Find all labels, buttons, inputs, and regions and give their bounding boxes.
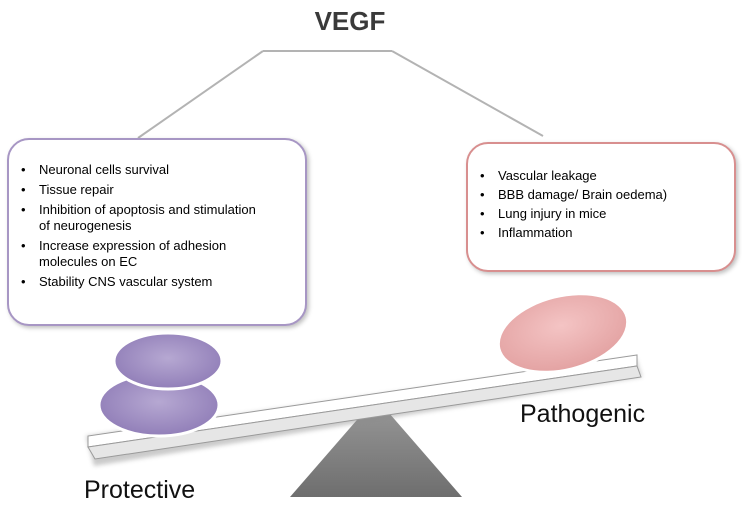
pathogenic-label: Pathogenic <box>520 400 646 428</box>
bullet-icon: • <box>480 225 485 240</box>
bullet-icon: • <box>21 202 26 217</box>
beam-front <box>87 365 642 460</box>
protective-label: Protective <box>84 476 196 504</box>
bullet-icon: • <box>480 206 485 221</box>
bullet-icon: • <box>480 168 485 183</box>
protective-item: • Tissue repair <box>9 182 305 198</box>
protective-effects-box: •Neuronal cells survival •Tissue repair … <box>7 138 307 326</box>
protective-item-text: Tissue repair <box>39 182 114 197</box>
bullet-icon: • <box>21 238 26 253</box>
pathogenic-item: • Lung injury in mice <box>468 206 734 222</box>
pathogenic-item-text: Lung injury in mice <box>498 206 607 221</box>
protective-item: • Increase expression of adhesion molecul… <box>9 238 279 270</box>
protective-stone-top <box>112 331 224 391</box>
protective-item-text: Increase expression of adhesion molecule… <box>39 238 227 269</box>
connector-line-left <box>137 50 264 139</box>
bullet-icon: • <box>21 274 26 289</box>
pathogenic-item: • Inflammation <box>468 225 734 241</box>
pathogenic-item-text: Vascular leakage <box>498 168 597 183</box>
pathogenic-item-text: Inflammation <box>498 225 573 240</box>
pathogenic-item-text: BBB damage/ Brain oedema) <box>498 187 668 202</box>
protective-item-text: Stability CNS vascular system <box>39 274 213 289</box>
pathogenic-effects-box: • Vascular leakage • BBB damage/ Brain oed… <box>466 142 736 272</box>
connector-line-right <box>391 50 544 137</box>
pathogenic-item: • Vascular leakage <box>468 168 734 184</box>
bullet-icon: • <box>480 187 485 202</box>
pathogenic-item: • BBB damage/ Brain oedema) <box>468 187 734 203</box>
protective-item-text: Neuronal cells survival <box>39 162 170 177</box>
protective-item: • Neuronal cells survival <box>9 162 305 178</box>
bullet-icon: • <box>21 162 26 177</box>
title-vegf: VEGF <box>314 6 386 36</box>
pathogenic-effects-list: • Vascular leakage • BBB damage/ Brain oed… <box>468 144 734 241</box>
protective-item-text: Inhibition of apoptosis and stimulation … <box>39 202 256 233</box>
protective-item: • Stability CNS vascular system <box>9 274 305 290</box>
fulcrum-triangle <box>290 398 462 497</box>
bullet-icon: • <box>21 182 26 197</box>
pathogenic-stone <box>496 292 630 374</box>
protective-effects-list: •Neuronal cells survival •Tissue repair … <box>9 140 305 290</box>
protective-item: • Inhibition of apoptosis and stimulation… <box>9 202 259 234</box>
